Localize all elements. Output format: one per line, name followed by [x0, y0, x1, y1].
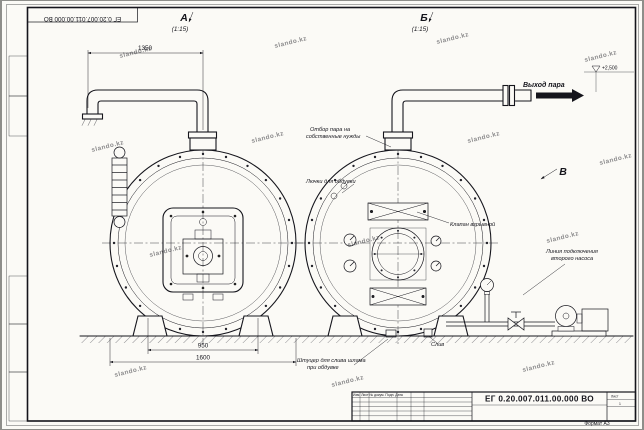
explosion-valve [367, 202, 429, 221]
gauges [330, 182, 442, 273]
corner-stamp: ЕГ 0.20.007.011.00.000 ВО [27, 7, 138, 23]
steam-outlet-arrow-icon [536, 89, 584, 102]
steam-tap-label-line2: собственные нужды [306, 134, 360, 140]
steam-outlet-label: Выход пара [523, 81, 565, 89]
view-b-arrow-icon [428, 11, 434, 23]
boiler-front-view-b [297, 84, 532, 344]
title-block: Изм. Лист № докум. Подп. Дата ЕГ 0.20.00… [351, 391, 637, 422]
ground-hatch [80, 336, 633, 343]
sludge-label-line2: при обдувке [307, 365, 339, 371]
title-block-code: ЕГ 0.20.007.011.00.000 ВО [485, 395, 594, 404]
manhole-bolts [373, 229, 423, 279]
level-mark: +2,500 [584, 66, 634, 92]
sludge-label-line1: Штуцер для слива шлама [297, 358, 366, 364]
manhole [369, 227, 427, 281]
steam-pipe-a [81, 89, 218, 151]
left-margin-cells [8, 55, 28, 422]
sheet-cell-value: 1 [619, 402, 621, 406]
view-a-scale: (1:15) [172, 26, 188, 33]
view-a-arrow-icon [188, 11, 194, 23]
annotation-leaders [341, 135, 566, 366]
level-mark-value: +2,500 [602, 66, 618, 72]
dimension-1600: 1600 [109, 338, 297, 366]
drain-label: Слив [431, 342, 444, 348]
supports-a [132, 315, 274, 337]
sheet-cell-label: Лист [611, 395, 619, 399]
blow-hatches-label: Лючки для обдувки [305, 179, 356, 185]
valve-symbol-icon [507, 311, 525, 331]
steam-pipe-b [382, 84, 532, 151]
format-label: Формат А3 [584, 421, 609, 427]
feed-pump [551, 305, 609, 337]
sheet-outer-border [6, 4, 639, 426]
sheet-inner-frame [26, 6, 637, 422]
feed-piping [446, 278, 609, 337]
view-a-label: А [179, 12, 188, 24]
pump-motor [581, 308, 609, 332]
dimension-1350-value: 1350 [138, 45, 153, 52]
dimension-1600-value: 1600 [196, 355, 211, 362]
title-block-columns: Изм. Лист № докум. Подп. Дата [353, 393, 403, 397]
pressure-gauge [480, 278, 494, 295]
pump-line-label-line1: Линия подключения [545, 249, 598, 255]
burner-door [162, 207, 244, 301]
pump-line-label-line2: второго насоса [551, 256, 593, 262]
view-b-label: Б [420, 12, 428, 24]
dimension-1350: 1350 [87, 45, 204, 130]
view-v-label: В [559, 166, 567, 178]
view-b-scale: (1:15) [412, 26, 428, 33]
dimension-950: 950 [147, 318, 259, 354]
explosion-valve-label: Клапан взрывной [450, 221, 495, 228]
gauge-column [111, 146, 128, 228]
bottom-hatch [369, 287, 427, 306]
dimension-950-value: 950 [198, 343, 209, 350]
view-v-arrow-icon [540, 168, 558, 180]
steam-tap-label-line1: Отбор пара на [310, 127, 350, 133]
corner-stamp-code: ЕГ 0.20.007.011.00.000 ВО [44, 15, 121, 22]
